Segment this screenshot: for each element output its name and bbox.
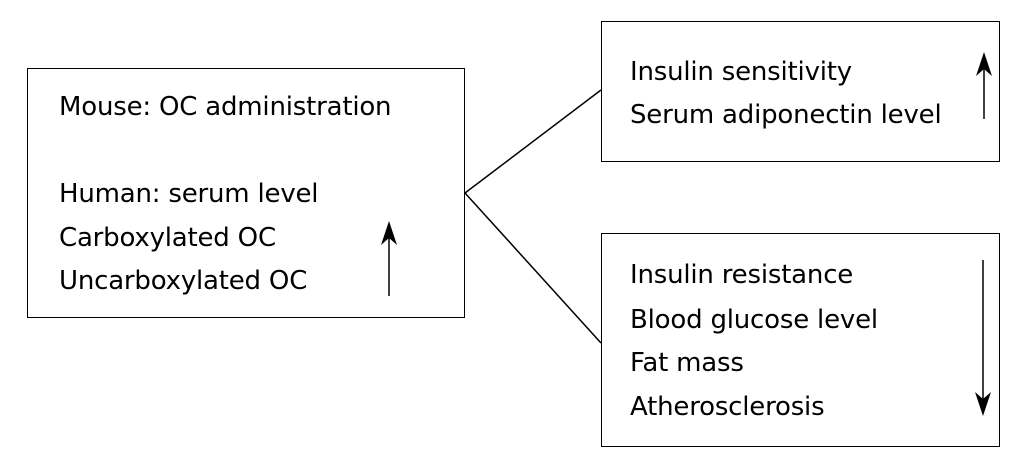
connector-to-top-right: [464, 89, 602, 194]
left-box-line-uncarboxylated: Uncarboxylated OC: [59, 266, 308, 296]
left-box: Mouse: OC administration Human: serum le…: [27, 68, 465, 318]
down-arrow-icon: [975, 260, 991, 416]
bottom-right-line-insulin-resistance: Insulin resistance: [630, 260, 854, 290]
top-right-line-serum-adiponectin: Serum adiponectin level: [630, 100, 942, 130]
bottom-right-line-fat-mass: Fat mass: [630, 348, 744, 378]
connector-to-bottom-right: [464, 192, 602, 344]
bottom-right-box: Insulin resistance Blood glucose level F…: [601, 233, 1000, 447]
left-box-line-human: Human: serum level: [59, 179, 319, 209]
bottom-right-line-blood-glucose: Blood glucose level: [630, 305, 878, 335]
top-right-box: Insulin sensitivity Serum adiponectin le…: [601, 21, 1000, 162]
up-arrow-icon: [381, 221, 397, 296]
left-box-line-mouse: Mouse: OC administration: [59, 92, 392, 122]
left-box-line-carboxylated: Carboxylated OC: [59, 223, 276, 253]
up-arrow-icon: [976, 52, 992, 119]
top-right-line-insulin-sensitivity: Insulin sensitivity: [630, 57, 852, 87]
bottom-right-line-atherosclerosis: Atherosclerosis: [630, 392, 825, 422]
